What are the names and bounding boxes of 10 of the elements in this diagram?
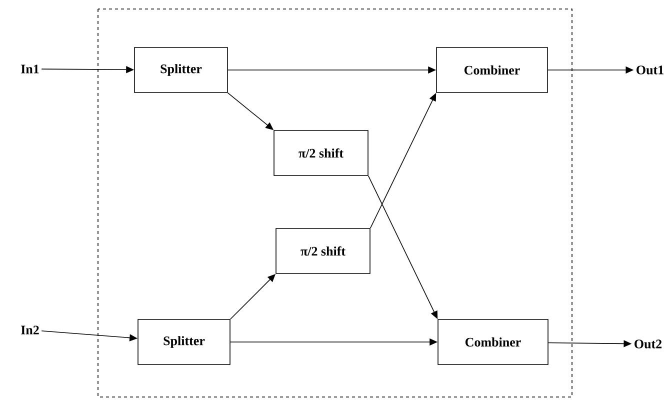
process-box: Combiner bbox=[436, 47, 548, 93]
process-box: π/2 shift bbox=[274, 130, 368, 176]
signal-label: In2 bbox=[21, 326, 39, 334]
process-box: Splitter bbox=[134, 47, 228, 93]
process-box: Splitter bbox=[138, 319, 230, 365]
signal-label: Out1 bbox=[636, 66, 664, 74]
process-box: π/2 shift bbox=[276, 228, 370, 274]
signal-label: In1 bbox=[21, 64, 39, 74]
signal-label: Out2 bbox=[634, 340, 662, 348]
process-box: Combiner bbox=[438, 319, 548, 365]
